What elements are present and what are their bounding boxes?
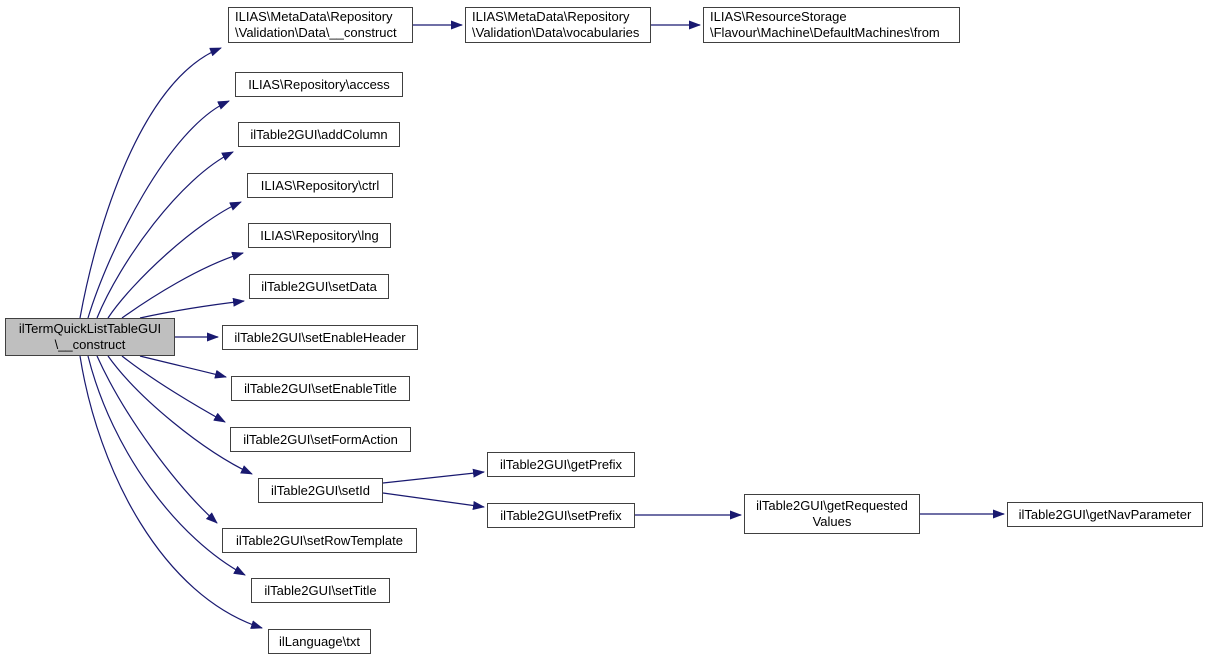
node-addcolumn[interactable]: ilTable2GUI\addColumn — [238, 122, 400, 147]
node-label: ilLanguage\txt — [279, 633, 360, 649]
node-setdata[interactable]: ilTable2GUI\setData — [249, 274, 389, 299]
node-vocabularies[interactable]: ILIAS\MetaData\Repository \Validation\Da… — [465, 7, 651, 43]
edge-root-to-ctrl — [107, 201, 242, 319]
node-label: ILIAS\Repository\access — [248, 76, 390, 92]
node-setid[interactable]: ilTable2GUI\setId — [258, 478, 383, 503]
node-label: ilTable2GUI\getNavParameter — [1018, 506, 1192, 522]
node-getnavparameter[interactable]: ilTable2GUI\getNavParameter — [1007, 502, 1203, 527]
node-label: \Validation\Data\vocabularies — [472, 25, 640, 40]
node-getrequestedvalues[interactable]: ilTable2GUI\getRequested Values — [744, 494, 920, 534]
node-setrowtemplate[interactable]: ilTable2GUI\setRowTemplate — [222, 528, 417, 553]
edge-root-to-lng — [121, 251, 244, 319]
node-label: \__construct — [54, 337, 126, 352]
node-label: ilTable2GUI\setPrefix — [500, 507, 622, 523]
node-label: ilTable2GUI\setEnableHeader — [234, 329, 406, 345]
edge-root-to-addcolumn — [96, 151, 234, 319]
node-metadata-construct[interactable]: ILIAS\MetaData\Repository \Validation\Da… — [228, 7, 413, 43]
edge-root-to-metadata-construct — [79, 47, 222, 319]
node-label: ILIAS\MetaData\Repository — [472, 9, 630, 24]
edge-root-to-txt — [79, 355, 263, 629]
node-label: ilTable2GUI\setEnableTitle — [244, 380, 397, 396]
node-defaultmachines-from[interactable]: ILIAS\ResourceStorage \Flavour\Machine\D… — [703, 7, 960, 43]
node-lng[interactable]: ILIAS\Repository\lng — [248, 223, 391, 248]
node-label: ilTable2GUI\setRowTemplate — [236, 532, 403, 548]
node-root[interactable]: ilTermQuickListTableGUI \__construct — [5, 318, 175, 356]
node-label: \Flavour\Machine\DefaultMachines\from — [710, 25, 940, 40]
node-label: ilTable2GUI\setId — [271, 482, 370, 498]
edge-root-to-setdata — [139, 297, 245, 319]
node-setenableheader[interactable]: ilTable2GUI\setEnableHeader — [222, 325, 418, 350]
node-access[interactable]: ILIAS\Repository\access — [235, 72, 403, 97]
node-setenabletitle[interactable]: ilTable2GUI\setEnableTitle — [231, 376, 410, 401]
edge-root-to-setid — [107, 355, 253, 475]
node-label: ilTable2GUI\getRequested — [756, 498, 908, 513]
node-setformaction[interactable]: ilTable2GUI\setFormAction — [230, 427, 411, 452]
node-label: Values — [812, 514, 852, 529]
node-label: ilTable2GUI\setTitle — [264, 582, 377, 598]
node-label: ILIAS\ResourceStorage — [710, 9, 847, 24]
node-label: ILIAS\Repository\lng — [260, 227, 379, 243]
node-label: ilTable2GUI\getPrefix — [499, 456, 623, 472]
node-settitle[interactable]: ilTable2GUI\setTitle — [251, 578, 390, 603]
edge-root-to-settitle — [87, 355, 246, 576]
node-label: ILIAS\Repository\ctrl — [260, 177, 380, 193]
node-setprefix[interactable]: ilTable2GUI\setPrefix — [487, 503, 635, 528]
edge-root-to-setrowtemplate — [96, 355, 218, 524]
node-label: ilTable2GUI\addColumn — [250, 126, 388, 142]
node-label: ilTable2GUI\setData — [261, 278, 377, 294]
edge-setid-to-getprefix — [382, 468, 485, 484]
edge-root-to-setformaction — [121, 355, 226, 423]
node-ctrl[interactable]: ILIAS\Repository\ctrl — [247, 173, 393, 198]
node-getprefix[interactable]: ilTable2GUI\getPrefix — [487, 452, 635, 477]
node-label: ilTermQuickListTableGUI — [18, 321, 162, 336]
edge-root-to-access — [87, 100, 230, 319]
node-label: ilTable2GUI\setFormAction — [243, 431, 398, 447]
edge-root-to-setenabletitle — [139, 355, 227, 379]
node-label: ILIAS\MetaData\Repository — [235, 9, 393, 24]
node-label: \Validation\Data\__construct — [235, 25, 397, 40]
node-txt[interactable]: ilLanguage\txt — [268, 629, 371, 654]
edge-setid-to-setprefix — [382, 492, 485, 510]
